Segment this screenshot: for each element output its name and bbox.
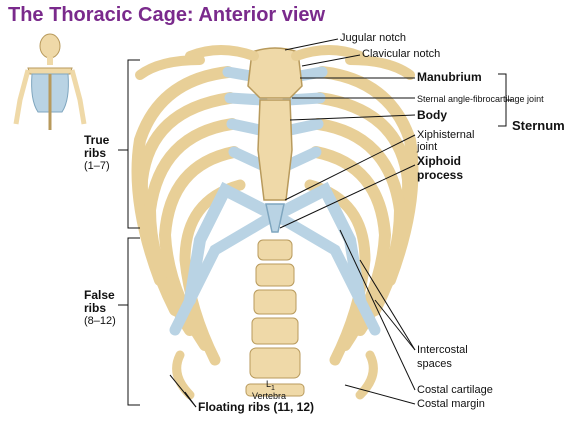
costal-cartilages	[169, 66, 381, 336]
true-ribs-line1: True	[84, 133, 110, 147]
true-ribs-range: (1–7)	[84, 160, 110, 172]
false-ribs-range: (8–12)	[84, 315, 116, 327]
label-vertebra-id: L1	[266, 378, 275, 395]
vertebra-letter: L	[266, 379, 272, 389]
label-costal-cartilage: Costal cartilage	[417, 384, 493, 396]
label-floating-ribs: Floating ribs (11, 12)	[198, 400, 315, 414]
true-ribs-line2: ribs	[84, 146, 107, 160]
label-xiphoid-process-line1: Xiphoid	[417, 154, 461, 168]
label-xiphisternal-joint-line1: Xiphisternal	[417, 129, 475, 141]
manubrium-shape	[247, 47, 303, 99]
xiphoid-shape	[265, 203, 285, 233]
vertebra-number: 1	[271, 384, 275, 392]
label-costal-margin: Costal margin	[417, 398, 485, 410]
label-intercostal-spaces-line2: spaces	[417, 358, 452, 370]
label-xiphisternal-joint-line2: joint	[417, 141, 438, 153]
label-body: Body	[417, 108, 447, 122]
skeleton-thumbnail	[13, 33, 87, 130]
label-jugular-notch: Jugular notch	[340, 32, 407, 44]
group-false-ribs: False ribs (8–12)	[84, 289, 116, 328]
ribs	[131, 55, 419, 400]
clavicles	[185, 45, 365, 61]
label-clavicular-notch: Clavicular notch	[362, 48, 441, 60]
label-xiphoid-process-line2: process	[417, 168, 464, 182]
false-ribs-line1: False	[84, 288, 115, 302]
vertebral-column	[245, 239, 305, 397]
label-sternum: Sternum	[512, 118, 565, 133]
label-sternal-angle: Sternal angle-fibrocartilage joint	[417, 94, 544, 104]
sternum	[247, 47, 303, 233]
figure-title: The Thoracic Cage: Anterior view	[8, 4, 326, 26]
sternum-body-shape	[257, 99, 293, 201]
false-ribs-line2: ribs	[84, 301, 107, 315]
group-true-ribs: True ribs (1–7)	[84, 134, 110, 173]
label-intercostal-spaces-line1: Intercostal	[417, 344, 468, 356]
label-vertebra-word: Vertebra	[252, 391, 287, 401]
label-manubrium: Manubrium	[417, 70, 482, 84]
leader-lines	[118, 38, 512, 408]
